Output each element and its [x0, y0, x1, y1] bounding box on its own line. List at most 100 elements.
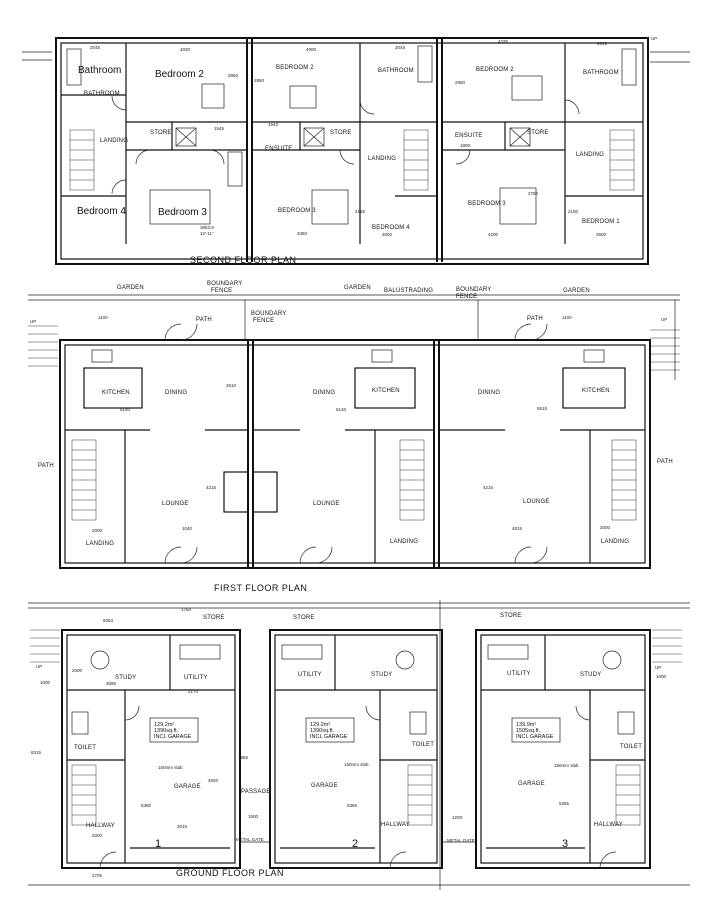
- dimension-label: 150mm slab: [344, 762, 369, 767]
- room-label: BEDROOM 4: [372, 225, 410, 231]
- unit-number: 2: [352, 838, 359, 850]
- room-label: BEDROOM 1: [582, 219, 620, 225]
- room-label: STUDY: [371, 672, 393, 678]
- room-label: 12'-11": [200, 231, 214, 236]
- room-label: DINING: [313, 390, 336, 396]
- room-label: UTILITY: [184, 675, 208, 681]
- dimension-label: 4215: [483, 485, 494, 490]
- dimension-label: 1000: [40, 680, 51, 685]
- room-label: UTILITY: [298, 672, 322, 678]
- room-label: UP: [651, 36, 658, 41]
- room-label: LANDING: [368, 156, 397, 162]
- dimension-label: 2150: [355, 209, 366, 214]
- room-label: LANDING: [576, 152, 605, 158]
- dimension-label: 5355: [559, 801, 570, 806]
- dimension-label: 2170: [188, 689, 199, 694]
- dimension-label: 1000: [656, 674, 667, 679]
- room-label: DINING: [478, 390, 501, 396]
- dimension-label: 4820: [208, 778, 219, 783]
- room-label: PATH: [527, 316, 543, 322]
- first-floor-walls: [28, 294, 680, 569]
- area-line: 1505sq.ft.: [516, 728, 541, 735]
- dimension-label: 4335: [498, 39, 509, 44]
- room-label: GARAGE: [174, 784, 201, 790]
- area-line: INCL GARAGE: [154, 734, 192, 741]
- area-line: 139.9m²: [516, 722, 537, 728]
- room-label: PATH: [38, 463, 54, 469]
- dimension-label: 4030: [180, 47, 191, 52]
- dimension-label: 1100: [562, 315, 572, 320]
- room-label: TOILET: [620, 744, 643, 750]
- room-label: FENCE: [253, 318, 275, 324]
- dimension-label: 2045: [90, 45, 101, 50]
- dimension-label: 2045: [395, 45, 406, 50]
- room-label: FENCE: [211, 288, 233, 294]
- dimension-label: 1750: [181, 607, 192, 612]
- room-label: GARAGE: [518, 781, 545, 787]
- dimension-label: 1100: [98, 315, 108, 320]
- dimension-label: 150mm slab: [554, 763, 579, 768]
- room-label: BALUSTRADING: [384, 288, 434, 294]
- room-label: KITCHEN: [372, 388, 400, 394]
- room-label: LOUNGE: [313, 501, 340, 507]
- room-label: BEDROOM 2: [476, 67, 514, 73]
- room-label: GARDEN: [344, 285, 371, 291]
- room-label: BATHROOM: [378, 68, 414, 74]
- room-label: STORE: [150, 130, 172, 136]
- dimension-label: 5140: [336, 407, 347, 412]
- dimension-label: 2850: [228, 73, 239, 78]
- room-label: DINING: [165, 390, 188, 396]
- room-label: BOUNDARY: [207, 281, 243, 287]
- dimension-label: 4815: [512, 526, 523, 531]
- room-label: BEDROOM 3: [278, 208, 316, 214]
- room-label: LOUNGE: [523, 499, 550, 505]
- room-label: STORE: [203, 615, 225, 621]
- dimension-label: 2000: [92, 833, 103, 838]
- room-label: FENCE: [456, 294, 478, 300]
- room-label: Bedroom 3: [158, 207, 207, 218]
- room-label: KITCHEN: [582, 388, 610, 394]
- dimension-label: 6063: [103, 618, 114, 623]
- dimension-label: 2850: [455, 80, 466, 85]
- area-line: 129.2m²: [310, 722, 331, 728]
- dimension-label: 2150: [568, 209, 579, 214]
- dimension-label: 3450: [297, 231, 308, 236]
- dimension-label: 2000: [92, 528, 103, 533]
- dimension-label: 6915: [537, 406, 548, 411]
- area-line: INCL GARAGE: [310, 734, 348, 741]
- dimension-label: 1500: [248, 814, 259, 819]
- dimension-label: 7855: [238, 755, 249, 760]
- dimension-label: 4000: [306, 47, 317, 52]
- room-label: BATHROOM: [583, 70, 619, 76]
- room-label: LOUNGE: [162, 501, 189, 507]
- dimension-label: 150mm slab: [158, 765, 183, 770]
- room-label: TOILET: [412, 742, 435, 748]
- room-label: Bedroom 4: [77, 206, 126, 217]
- room-label: STORE: [500, 613, 522, 619]
- room-label: PATH: [657, 459, 673, 465]
- dimension-label: 4200: [488, 232, 499, 237]
- room-label: LANDING: [390, 539, 419, 545]
- room-label: UP: [661, 317, 668, 322]
- dimension-label: 1800: [460, 143, 471, 148]
- dimension-label: 2600: [596, 232, 607, 237]
- dimension-label: 4215: [206, 485, 217, 490]
- dimension-label: 2750: [528, 191, 539, 196]
- room-label: LANDING: [100, 138, 129, 144]
- dimension-label: 1040: [182, 526, 193, 531]
- area-line: 1390sq.ft.: [310, 728, 335, 735]
- dimension-label: 1543: [268, 122, 279, 127]
- room-label: BEDROOM 3: [468, 201, 506, 207]
- room-label: PATH: [196, 317, 212, 323]
- room-label: GARDEN: [117, 285, 144, 291]
- room-label: STORE: [527, 130, 549, 136]
- room-label: HALLWAY: [594, 822, 623, 828]
- room-label: BATHROOM: [84, 91, 120, 97]
- unit-number: 1: [155, 838, 162, 850]
- dimension-label: 2705: [92, 873, 103, 878]
- room-label: ENSUITE: [455, 133, 483, 139]
- dimension-label: 3095: [106, 681, 117, 686]
- unit-number: 3: [562, 838, 569, 850]
